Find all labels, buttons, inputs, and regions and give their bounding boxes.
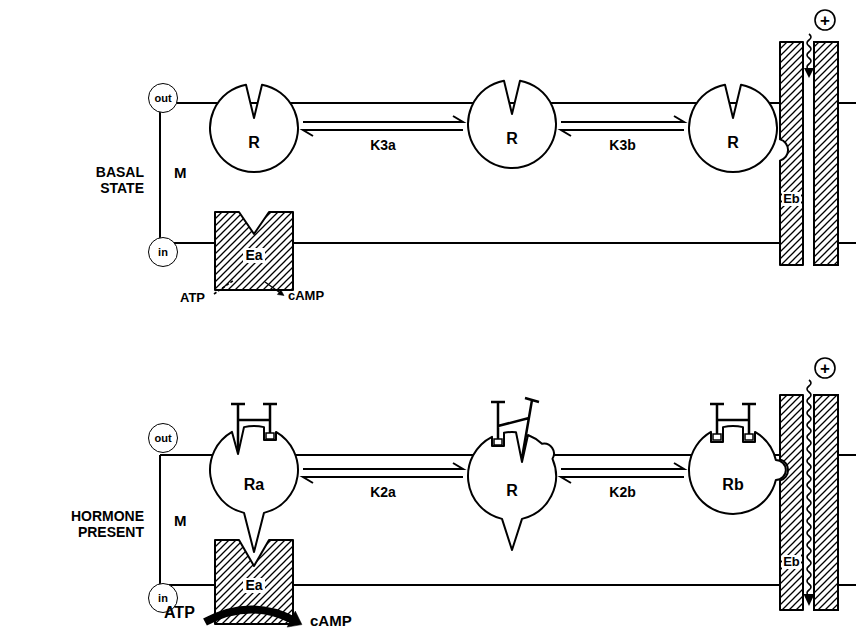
substrate-arrow bbox=[214, 280, 234, 294]
receptor-body bbox=[210, 85, 298, 172]
receptor-shape: R bbox=[208, 82, 300, 174]
product-label: cAMP bbox=[310, 612, 352, 629]
node-text: R bbox=[248, 134, 260, 152]
enzyme-body bbox=[780, 42, 803, 265]
label-text: ATP bbox=[164, 604, 195, 622]
conversion-arrow bbox=[205, 609, 293, 622]
state-heading: BASAL STATE bbox=[80, 164, 144, 196]
receptor-outline bbox=[687, 82, 779, 174]
plus-circle bbox=[815, 10, 835, 30]
product-label: cAMP bbox=[288, 289, 324, 304]
stimulus-sign: + bbox=[815, 358, 835, 378]
membrane-label: M bbox=[174, 164, 187, 181]
receptor-body bbox=[468, 432, 556, 550]
node-text: Rb bbox=[722, 476, 743, 494]
receptor-body bbox=[468, 81, 556, 168]
hormone-end bbox=[745, 434, 753, 440]
label-text: HORMONE PRESENT bbox=[66, 508, 144, 540]
ion-flow-wave bbox=[807, 34, 811, 70]
receptor-body bbox=[689, 85, 777, 172]
receptor-outline bbox=[466, 430, 558, 522]
cyclase-enzyme: Ea bbox=[215, 212, 293, 290]
label-text: BASAL STATE bbox=[80, 164, 144, 196]
node-text: R bbox=[506, 482, 518, 500]
channel-wall bbox=[814, 42, 838, 265]
receptor-shape: Rb bbox=[687, 424, 779, 516]
receptor-outline bbox=[466, 78, 558, 170]
hormone-end bbox=[713, 434, 721, 440]
rate-constant-label: K2b bbox=[607, 485, 637, 500]
compartment-circle: out bbox=[148, 423, 178, 453]
label-text: cAMP bbox=[310, 612, 352, 629]
node-text: Eb bbox=[782, 555, 801, 569]
receptor-outline bbox=[208, 82, 300, 174]
substrate-label: ATP bbox=[180, 291, 205, 306]
rate-constant-label: K3b bbox=[607, 138, 637, 153]
enzyme-body bbox=[215, 212, 293, 290]
product-arrow-head bbox=[277, 290, 284, 296]
receptor-outline bbox=[687, 424, 779, 516]
ion-flow-head bbox=[804, 68, 814, 78]
product-arrow bbox=[265, 282, 279, 292]
hormone-end bbox=[494, 439, 502, 445]
node-text: in bbox=[158, 247, 168, 258]
node-text: in bbox=[158, 593, 168, 604]
node-text: R bbox=[506, 130, 518, 148]
receptor-shape: R bbox=[466, 78, 558, 170]
rate-constant-text: K2b bbox=[607, 485, 637, 500]
plus-circle bbox=[815, 358, 835, 378]
stimulus-sign: + bbox=[815, 10, 835, 30]
rate-constant-label: K3a bbox=[368, 138, 398, 153]
ion-flow-wave bbox=[807, 380, 811, 596]
receptor-body bbox=[210, 426, 298, 552]
hatched-outline bbox=[780, 395, 803, 610]
node-text: R bbox=[727, 134, 739, 152]
state-heading: HORMONE PRESENT bbox=[66, 508, 144, 540]
rate-constant-text: K3a bbox=[368, 138, 398, 153]
equilibrium-arrow bbox=[303, 463, 463, 483]
node-text: out bbox=[154, 93, 171, 104]
receptor-shape: R bbox=[466, 430, 558, 522]
enzyme-body bbox=[780, 395, 803, 610]
label-text: + bbox=[820, 12, 830, 29]
hatched-outline bbox=[780, 42, 803, 265]
ion-flow-head bbox=[804, 594, 815, 606]
rate-constant-label: K2a bbox=[368, 485, 398, 500]
channel-enzyme: Eb bbox=[780, 42, 803, 265]
label-text: M bbox=[174, 164, 187, 181]
channel-wall bbox=[814, 395, 838, 610]
compartment-circle: in bbox=[148, 237, 178, 267]
channel-enzyme: Eb bbox=[780, 395, 803, 610]
label-text: cAMP bbox=[288, 289, 324, 304]
equilibrium-arrow bbox=[561, 463, 684, 483]
substrate-label: ATP bbox=[164, 604, 195, 622]
label-text: M bbox=[174, 512, 187, 529]
hormone-end bbox=[266, 433, 274, 439]
rate-constant-text: K3b bbox=[607, 138, 637, 153]
label-text: ATP bbox=[180, 291, 205, 306]
node-text: Eb bbox=[782, 192, 801, 206]
receptor-outline bbox=[208, 424, 300, 516]
receptor-body bbox=[689, 426, 786, 514]
node-text: Ea bbox=[243, 578, 264, 593]
label-text: + bbox=[820, 360, 830, 377]
node-text: out bbox=[154, 433, 171, 444]
receptor-shape: R bbox=[687, 82, 779, 174]
receptor-shape: Ra bbox=[208, 424, 300, 516]
node-text: Ea bbox=[243, 248, 264, 263]
cyclase-enzyme: Ea bbox=[215, 540, 293, 624]
rate-constant-text: K2a bbox=[368, 485, 398, 500]
compartment-circle: out bbox=[148, 83, 178, 113]
node-text: Ra bbox=[244, 476, 264, 494]
conversion-arrow-head bbox=[287, 611, 302, 627]
equilibrium-arrow bbox=[561, 116, 684, 136]
equilibrium-arrow bbox=[303, 116, 463, 136]
membrane-label: M bbox=[174, 512, 187, 529]
